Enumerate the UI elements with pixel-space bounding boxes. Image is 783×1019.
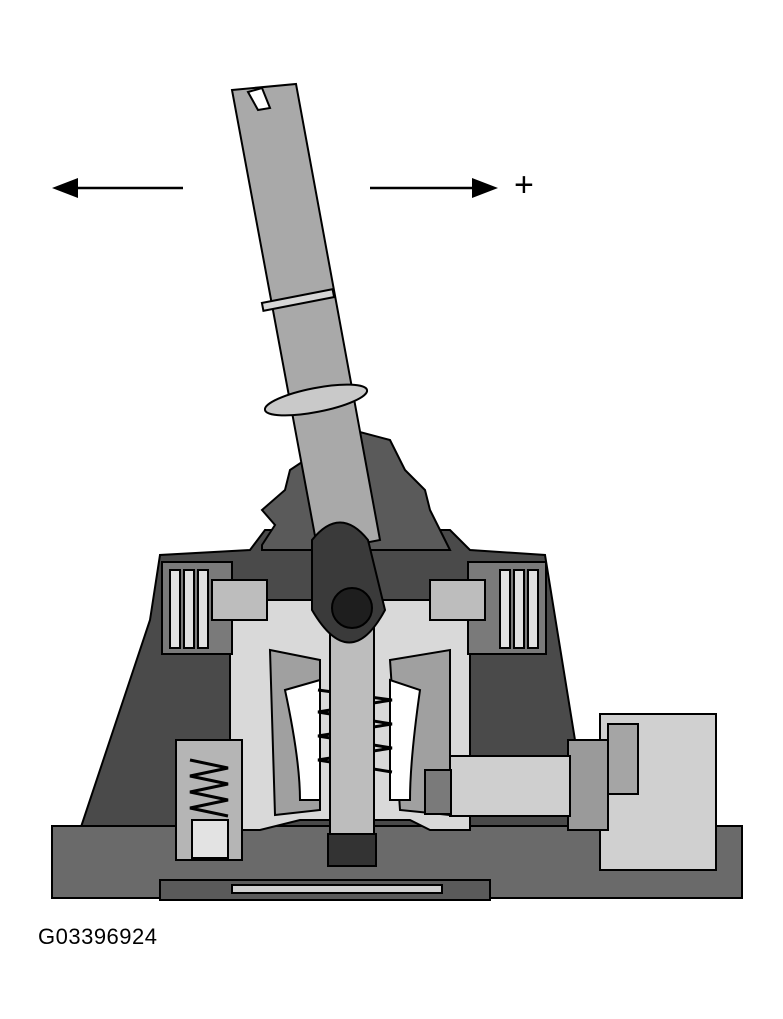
electrical-connector: [424, 713, 717, 871]
figure-code: G03396924: [38, 924, 158, 949]
left-arrow: [52, 178, 183, 198]
right-detent-block: [429, 561, 547, 655]
plus-sign-label: +: [514, 166, 534, 204]
right-arrow: [370, 178, 498, 198]
lockout-plunger: [175, 739, 243, 861]
left-detent-block: [161, 561, 268, 655]
pivot-hub: [311, 521, 387, 644]
